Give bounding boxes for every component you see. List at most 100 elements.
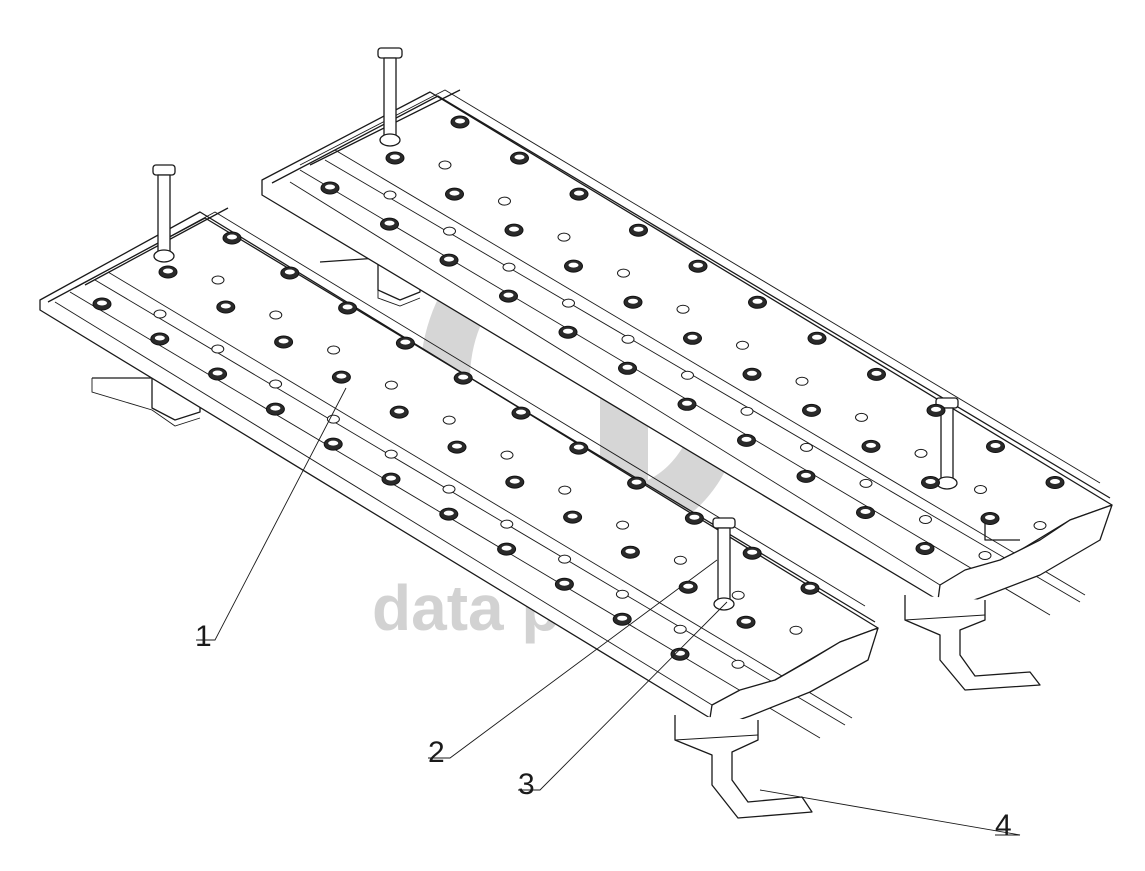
- bolt-hole-inner: [628, 298, 638, 304]
- bolt-hole-inner: [806, 406, 817, 412]
- bolt-hole-small: [676, 304, 690, 314]
- bolt-hole-inner: [563, 328, 573, 334]
- leader-2: [428, 559, 718, 759]
- callout-4: 4: [995, 809, 1012, 842]
- bolt-hole-inner: [278, 338, 289, 344]
- leader-1: [196, 387, 347, 641]
- bolt-hole-inner: [871, 370, 882, 376]
- bolt-hole-small: [211, 275, 225, 285]
- bolt-hole-inner: [866, 442, 876, 448]
- bolt-hole-inner: [449, 190, 460, 196]
- bolt-hole-small: [500, 519, 514, 529]
- callout-1: 1: [195, 620, 212, 653]
- leader-4: [759, 789, 1021, 836]
- bolt-hole-inner: [682, 400, 692, 406]
- bolt-hole-small: [384, 380, 398, 390]
- bolt-hole-inner: [931, 406, 941, 412]
- bolt-hole-inner: [444, 256, 454, 262]
- bolt-hole-inner: [516, 409, 526, 415]
- front-right-bracket: [674, 715, 813, 819]
- bolt-hole-inner: [212, 370, 223, 376]
- bolt-hole-inner: [689, 514, 700, 520]
- bolt-hole-inner: [509, 226, 519, 232]
- bolt-hole-inner: [747, 370, 757, 376]
- bolt-hole-inner: [284, 269, 295, 275]
- bolt-hole-inner: [683, 583, 694, 589]
- bolt-hole-inner: [687, 334, 698, 340]
- bolt-hole-inner: [805, 584, 815, 590]
- bolt-hole-small: [327, 345, 341, 355]
- bolt-hole-inner: [925, 479, 936, 484]
- bolt-hole-small: [740, 406, 754, 416]
- bolt-hole-small: [919, 515, 932, 524]
- leader-lines: [196, 387, 1021, 836]
- bolt-hole-small: [681, 370, 694, 380]
- bolt-hole-small: [731, 659, 745, 669]
- bolt-hole-inner: [567, 513, 578, 519]
- bolt-hole-small: [383, 190, 397, 200]
- bolt-hole-inner: [509, 478, 520, 484]
- bolt-hole-small: [795, 376, 809, 386]
- bolt-hole-small: [211, 344, 225, 354]
- bolt-hole-small: [269, 310, 283, 320]
- bolt-hole-inner: [752, 298, 763, 304]
- bolt-hole-inner: [568, 262, 579, 268]
- leader-3: [518, 601, 728, 791]
- bolt-hole-inner: [443, 510, 454, 516]
- bolt-hole-small: [673, 624, 687, 634]
- bolt-hole-inner: [625, 548, 636, 554]
- bolt-hole-small: [562, 298, 575, 308]
- bolt-hole-inner: [163, 268, 173, 274]
- bolt-hole-small: [859, 478, 873, 488]
- bolt-holes: [92, 115, 1065, 669]
- bolt-hole-inner: [342, 304, 353, 310]
- bolt-hole-small: [438, 160, 452, 170]
- bolt-hole-inner: [503, 292, 514, 298]
- bolt-hole-inner: [801, 472, 811, 478]
- bolt-hole-small: [498, 196, 511, 206]
- bolt-hole-small: [978, 551, 992, 560]
- bolt-hole-inner: [985, 515, 995, 520]
- bolt-hole-small: [442, 415, 456, 425]
- bolt-hole-small: [153, 309, 167, 319]
- bolt-hole-inner: [559, 580, 570, 586]
- bolt-hole-inner: [220, 303, 231, 309]
- bolt-hole-small: [384, 449, 398, 459]
- bolt-hole-inner: [622, 364, 633, 370]
- bolt-hole-inner: [400, 339, 411, 345]
- bolt-hole-inner: [514, 154, 525, 160]
- bolt-hole-small: [326, 414, 340, 424]
- bolt-hole-inner: [227, 234, 237, 240]
- bolt-hole-small: [1033, 521, 1047, 530]
- bolt-hole-inner: [741, 618, 751, 624]
- bolt-hole-inner: [812, 334, 822, 340]
- bolt-hole-small: [800, 442, 813, 452]
- bolt-hole-inner: [617, 615, 628, 621]
- bolt-hole-inner: [458, 374, 469, 380]
- bolt-hole-inner: [633, 226, 644, 232]
- bolt-hole-inner: [390, 154, 400, 160]
- bolt-hole-inner: [501, 545, 512, 551]
- bolt-hole-inner: [328, 440, 339, 446]
- bolt-hole-inner: [631, 479, 642, 485]
- bolt-hole-inner: [386, 475, 396, 481]
- front-track-plate: [39, 207, 879, 819]
- bolt-hole-inner: [394, 408, 405, 414]
- front-bolt-right: [712, 517, 736, 611]
- bolt-hole-small: [974, 485, 987, 494]
- bolt-hole-inner: [270, 405, 281, 411]
- callout-3: 3: [518, 768, 535, 801]
- bolt-hole-small: [502, 262, 516, 272]
- bolt-hole-small: [616, 520, 630, 530]
- bolt-hole-inner: [452, 443, 462, 449]
- bolt-hole-inner: [154, 335, 165, 341]
- bolt-hole-small: [443, 226, 456, 236]
- bolt-hole-small: [736, 340, 749, 350]
- back-bolt-left: [377, 47, 403, 147]
- bolt-hole-small: [914, 448, 928, 458]
- bolt-hole-small: [558, 554, 572, 564]
- bolt-hole-inner: [990, 443, 1001, 448]
- bolt-hole-inner: [741, 436, 752, 442]
- front-bolt-left: [152, 164, 176, 263]
